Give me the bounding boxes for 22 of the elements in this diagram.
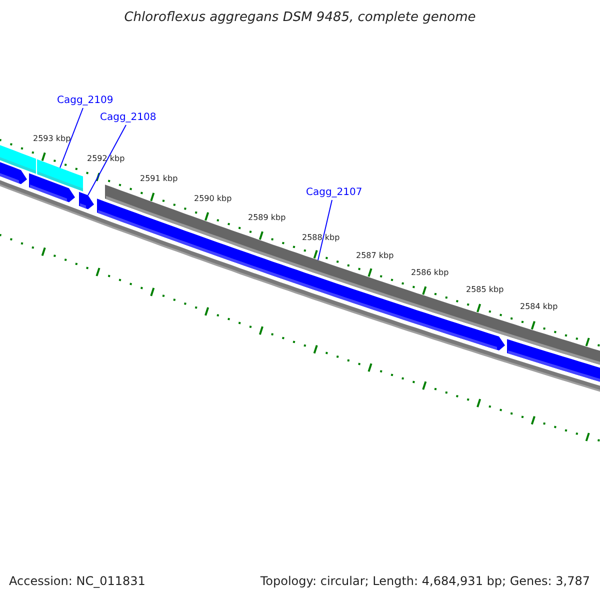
scale-label: 2584 kbp	[520, 303, 558, 311]
scale-label: 2585 kbp	[466, 286, 504, 294]
title: Chloroflexus aggregans DSM 9485, complete genome	[123, 11, 477, 24]
scale-label: 2590 kbp	[194, 195, 232, 203]
leader-line	[318, 200, 332, 261]
scale-label: 2586 kbp	[411, 269, 449, 277]
leader-line	[60, 108, 84, 168]
scale-label: 2588 kbp	[302, 234, 340, 242]
gene-label: Cagg_2109	[57, 96, 114, 106]
gene-segment	[37, 159, 83, 192]
scale-label: 2591 kbp	[140, 175, 178, 183]
gene-segment	[507, 339, 600, 382]
scale-label: 2592 kbp	[87, 155, 125, 163]
scale-label: 2589 kbp	[248, 214, 286, 222]
leader-line	[88, 124, 126, 196]
accession-text: Accession: NC_011831	[9, 575, 146, 587]
gene-label: Cagg_2107	[306, 188, 362, 198]
gene-feature	[79, 192, 94, 210]
genome-info-text: Topology: circular; Length: 4,684,931 bp; Genes: 3,787	[260, 575, 590, 587]
gene-label: Cagg_2108	[100, 113, 156, 123]
scale-label: 2593 kbp	[33, 135, 71, 143]
scale-label: 2587 kbp	[356, 252, 394, 260]
